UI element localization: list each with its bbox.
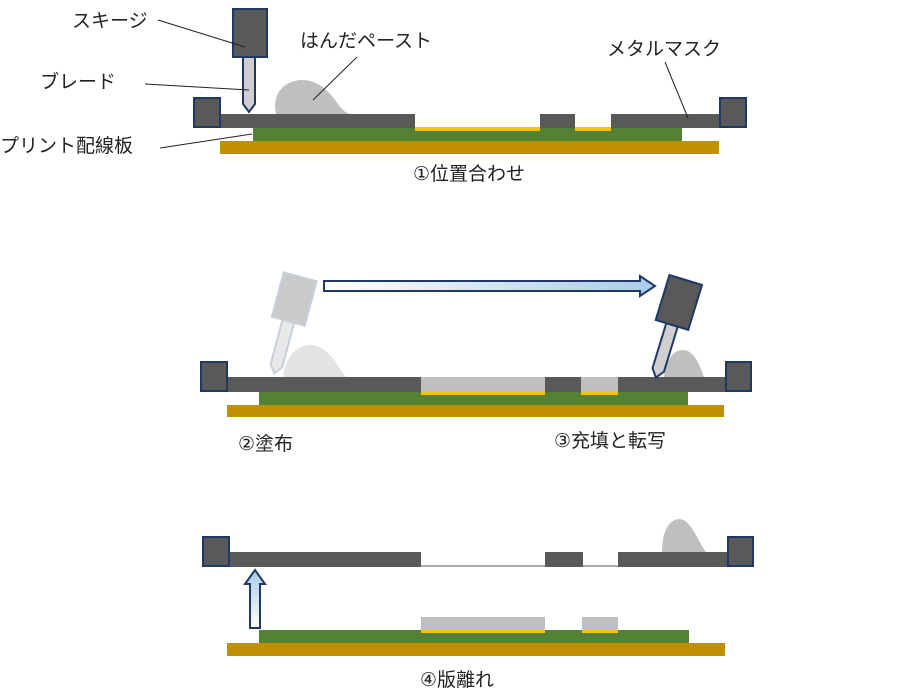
mask-frame-right xyxy=(725,361,752,392)
pad xyxy=(421,392,545,395)
metal-mask-segment xyxy=(618,377,728,392)
pad xyxy=(575,127,611,131)
step4-caption: ④版離れ xyxy=(420,669,494,691)
printed-paste xyxy=(421,617,545,630)
mask-frame-left xyxy=(193,97,221,128)
squeegee-faded xyxy=(269,271,318,376)
label-pcb: プリント配線板 xyxy=(0,135,133,157)
step2-caption: ②塗布 xyxy=(238,432,293,455)
squeegee-blade xyxy=(242,56,256,114)
filled-paste xyxy=(421,377,545,392)
pcb-board xyxy=(253,128,682,141)
pcb-board xyxy=(259,630,689,643)
direction-arrow-up xyxy=(243,568,267,629)
mask-frame-left xyxy=(200,361,228,392)
label-solder-paste: はんだペースト xyxy=(300,30,432,52)
solder-paste-faded xyxy=(283,345,348,377)
pad xyxy=(582,630,618,633)
solder-paste-blob xyxy=(662,519,706,552)
step23-group: ②塗布 ③充填と転写 xyxy=(200,271,752,455)
metal-mask-segment xyxy=(545,552,583,567)
base-plate xyxy=(220,141,719,154)
filled-paste xyxy=(581,377,618,392)
pad xyxy=(415,127,540,131)
step3-caption: ③充填と転写 xyxy=(554,430,666,452)
solder-paste-blob xyxy=(275,79,350,114)
step1-caption: ①位置合わせ xyxy=(413,163,525,185)
pad xyxy=(421,630,545,633)
printed-paste xyxy=(582,617,618,630)
base-plate xyxy=(227,405,724,417)
label-metal-mask: メタルマスク xyxy=(607,38,721,60)
metal-mask-segment xyxy=(225,377,421,392)
mask-frame-left xyxy=(202,536,230,567)
base-plate xyxy=(227,643,725,656)
direction-arrow-right xyxy=(323,274,657,298)
label-squeegee: スキージ xyxy=(72,10,148,32)
metal-mask-segment xyxy=(540,114,575,128)
leader-lines xyxy=(144,19,689,149)
step1-group: スキージ ブレード プリント配線板 はんだペースト メタルマスク ①位置合わせ xyxy=(0,8,747,185)
metal-mask-segment xyxy=(227,552,421,567)
mask-frame-right xyxy=(727,536,754,567)
metal-mask-segment xyxy=(545,377,581,392)
metal-mask-segment xyxy=(611,114,721,128)
pcb-board xyxy=(259,392,688,405)
squeegee-holder xyxy=(232,8,268,58)
metal-mask-segment xyxy=(618,552,729,567)
pad xyxy=(581,392,618,395)
squeegee-active xyxy=(651,273,704,380)
solder-paste-blob xyxy=(664,350,704,377)
label-blade: ブレード xyxy=(40,70,116,93)
mask-frame-right xyxy=(719,97,747,128)
metal-mask-segment xyxy=(218,114,415,128)
step4-group: ④版離れ xyxy=(202,519,754,691)
